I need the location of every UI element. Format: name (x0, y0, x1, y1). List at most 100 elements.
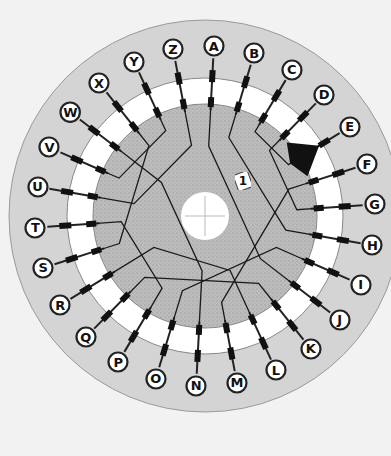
rotor-wire (113, 248, 250, 315)
letter-circle: Z (162, 38, 184, 60)
contact-letter: W (63, 106, 77, 119)
circle-shape (124, 52, 143, 71)
letter-circle: P (107, 351, 129, 373)
contact-pin (88, 125, 101, 137)
contact-pin (223, 322, 231, 333)
rotor-number: 1 (239, 175, 247, 187)
letter-circle: G (364, 193, 386, 215)
contact-pin (286, 319, 298, 332)
circle-shape (357, 155, 376, 174)
contact-pin (180, 99, 188, 110)
contact-leader (271, 299, 303, 340)
contact-leader (279, 103, 315, 140)
contact-pin (338, 203, 350, 210)
contact-pin (279, 129, 290, 140)
letter-circle: N (185, 375, 207, 397)
contact-pin (208, 97, 215, 107)
circle-shape (61, 103, 80, 122)
contact-pin (91, 246, 102, 255)
letter-circle: B (243, 42, 265, 64)
letter-circle: C (281, 59, 303, 81)
contact-letter: U (32, 180, 43, 193)
rotor-wire (99, 110, 192, 204)
circle-shape (28, 177, 47, 196)
letter-circle: E (339, 116, 361, 138)
circle-shape (26, 218, 45, 237)
circle-shape (51, 296, 70, 315)
contact-letter: J (337, 313, 342, 326)
contact-pin (258, 336, 268, 349)
contact-letter: K (306, 342, 316, 355)
contact-pin (160, 343, 169, 356)
letter-circle: L (265, 359, 287, 381)
circle-shape (340, 117, 359, 136)
contact-letter: F (362, 158, 371, 171)
contact-pin (65, 254, 78, 263)
contact-pin (332, 169, 345, 178)
contact-letter: I (358, 278, 363, 291)
box-shape (235, 172, 251, 190)
contact-letter: G (369, 198, 380, 211)
contact-pin (234, 101, 243, 112)
contact-ring (67, 78, 343, 354)
circle-shape (40, 138, 59, 157)
contact-letter: P (113, 356, 123, 369)
contact-pin (318, 137, 331, 148)
contact-pin (336, 236, 349, 244)
axle-hole (181, 192, 229, 240)
circle-shape (76, 328, 95, 347)
contact-pin (129, 121, 140, 133)
contact-pin (141, 82, 151, 95)
letter-circle: W (59, 101, 81, 123)
rotor-rim (9, 20, 391, 412)
contact-pin (271, 89, 282, 102)
letter-circle: H (361, 234, 383, 256)
contact-pin (258, 112, 268, 124)
letter-circle: D (313, 84, 335, 106)
circle-shape (34, 258, 53, 277)
contact-letter: T (31, 221, 40, 234)
letter-circle: K (300, 338, 322, 360)
contact-pin (209, 70, 216, 82)
circle-shape (109, 353, 128, 372)
letter-circle: T (24, 217, 46, 239)
contact-pin (314, 205, 324, 212)
contact-letter: C (287, 63, 297, 76)
contact-pin (308, 177, 319, 186)
letter-circle: V (38, 136, 60, 158)
contact-letter: A (209, 40, 219, 53)
circle-shape (351, 275, 370, 294)
circle-shape (146, 369, 165, 388)
letter-circle: A (203, 35, 225, 57)
rotor-disc (93, 104, 317, 328)
contact-pin (326, 267, 339, 277)
contact-pin (61, 188, 74, 196)
contact-pin (100, 309, 113, 322)
contact-letter: O (150, 372, 161, 385)
letter-circle: Y (123, 51, 145, 73)
axle-cross (205, 196, 206, 236)
letter-circle: X (88, 72, 110, 94)
circle-shape (204, 37, 223, 56)
contact-pin (86, 220, 96, 227)
contact-pin (79, 284, 92, 295)
contact-pin (59, 222, 71, 229)
contact-letter: L (272, 364, 280, 377)
contact-letter: R (55, 299, 65, 312)
contact-letter: Y (129, 55, 138, 68)
contact-letter: X (94, 77, 104, 90)
contact-pin (168, 319, 177, 330)
letter-circle: I (350, 274, 372, 296)
circle-shape (363, 236, 382, 255)
letter-circle: M (226, 372, 248, 394)
contact-letter: M (231, 376, 244, 389)
contact-letter: Q (80, 331, 91, 344)
contact-letter: N (191, 379, 202, 392)
position-arrow (287, 142, 319, 176)
rotor-wire (97, 222, 162, 309)
contact-pin (304, 257, 316, 267)
contact-pin (309, 295, 322, 307)
circle-shape (164, 40, 183, 59)
rotor-wire (102, 132, 149, 250)
